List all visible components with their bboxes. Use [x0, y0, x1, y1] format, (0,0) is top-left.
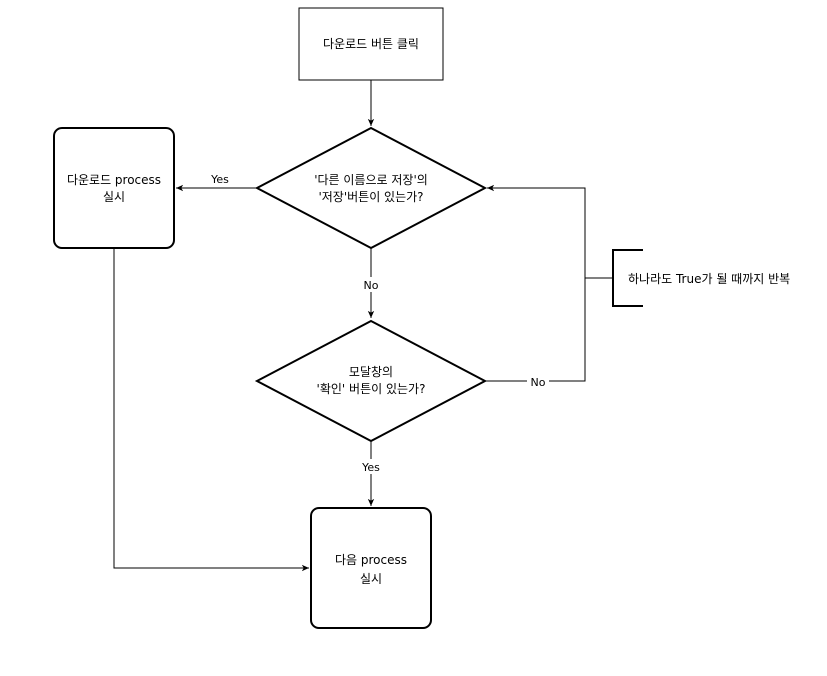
decision-save-line1: '다른 이름으로 저장'의 — [314, 173, 428, 187]
next-process-node: 다음 process 실시 — [310, 507, 432, 629]
download-process-node: 다운로드 process 실시 — [53, 127, 175, 249]
next-process-line1: 다음 process — [335, 553, 407, 567]
start-node: 다운로드 버튼 클릭 — [298, 7, 444, 81]
edge-label-yes-down: Yes — [361, 461, 380, 474]
loop-annotation-text: 하나라도 True가 될 때까지 반복 — [628, 272, 790, 286]
loop-annotation: 하나라도 True가 될 때까지 반복 — [585, 249, 790, 307]
download-process-line1: 다운로드 process — [67, 173, 161, 187]
decision-modal-confirm: 모달창의 '확인' 버튼이 있는가? — [254, 319, 488, 443]
edge-label-no-down: No — [364, 279, 379, 292]
decision-save-line2: '저장'버튼이 있는가? — [318, 190, 423, 204]
decision-modal-line2: '확인' 버튼이 있는가? — [317, 382, 426, 396]
decision-modal-line1: 모달창의 — [349, 365, 393, 379]
edge-decision-modal-no-loop — [485, 184, 586, 382]
decision-save-button: '다른 이름으로 저장'의 '저장'버튼이 있는가? — [254, 126, 488, 250]
edge-label-yes-left: Yes — [210, 173, 229, 186]
start-node-label: 다운로드 버튼 클릭 — [323, 37, 419, 51]
edge-label-no-loop: No — [531, 376, 546, 389]
edge-download-to-next — [113, 248, 309, 572]
next-process-line2: 실시 — [360, 572, 382, 586]
download-process-line2: 실시 — [103, 190, 125, 204]
